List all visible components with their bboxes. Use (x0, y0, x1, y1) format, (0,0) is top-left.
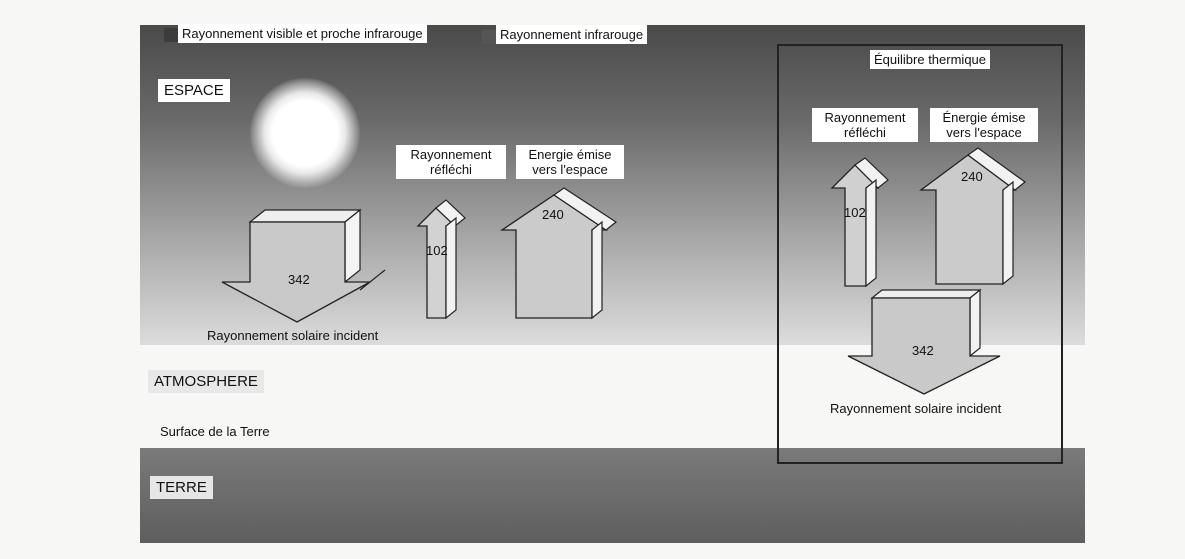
thermal-balance-frame (777, 44, 1063, 464)
zone-label-atmosphere: ATMOSPHERE (148, 370, 264, 393)
right-emitted-value: 240 (961, 169, 983, 184)
zone-label-space: ESPACE (158, 79, 230, 102)
legend-infrared-label: Rayonnement infrarouge (496, 25, 648, 44)
reflected-value: 102 (426, 243, 448, 258)
right-incident-value: 342 (912, 343, 934, 358)
emitted-label: Energie émise vers l'espace (516, 145, 624, 179)
right-reflected-label: Rayonnement réfléchi (812, 108, 918, 142)
incident-label: Rayonnement solaire incident (207, 328, 379, 343)
sun-icon (250, 78, 360, 188)
incident-value: 342 (288, 272, 310, 287)
legend-visible-label: Rayonnement visible et proche infrarouge (178, 24, 427, 43)
right-reflected-value: 102 (844, 205, 866, 220)
right-emitted-label: Énergie émise vers l'espace (930, 108, 1038, 142)
emitted-value: 240 (542, 207, 564, 222)
right-incident-label: Rayonnement solaire incident (830, 401, 1002, 416)
reflected-label: Rayonnement réfléchi (396, 145, 506, 179)
thermal-balance-title: Équilibre thermique (870, 50, 991, 69)
legend-swatch-visible (164, 28, 178, 42)
zone-label-surface: Surface de la Terre (160, 424, 270, 439)
legend-swatch-infrared (482, 30, 496, 44)
zone-label-earth: TERRE (150, 476, 213, 499)
